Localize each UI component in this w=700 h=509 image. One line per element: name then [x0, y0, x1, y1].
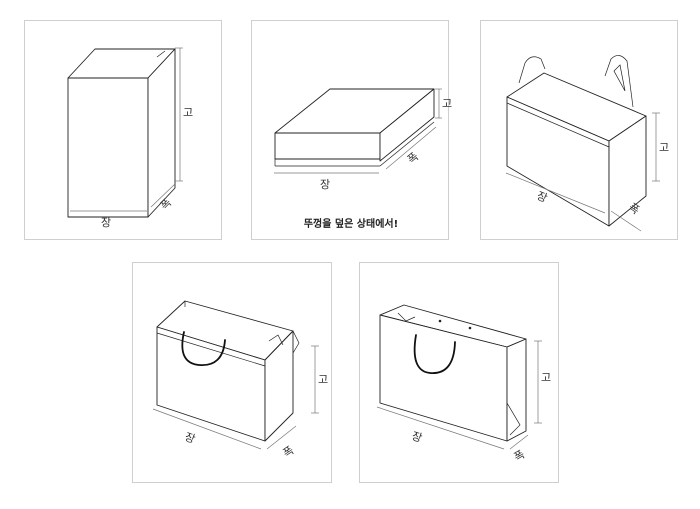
rope-handle-box-diagram: 고 장 폭: [152, 300, 328, 460]
length-dimension: [505, 172, 606, 214]
width-dimension: [610, 210, 642, 232]
tall-box-side: [147, 48, 176, 218]
bag-hole-left: [438, 319, 442, 323]
handle-cutout: [613, 64, 626, 92]
width-dimension: [385, 126, 437, 170]
panel-shopping-bag: 고 장 폭: [359, 262, 559, 483]
bag-hole-right: [468, 326, 472, 330]
panel-tall-box: 고 장 폭: [24, 20, 222, 240]
length-label: 장: [535, 189, 549, 205]
height-label: 고: [541, 371, 551, 384]
width-label: 폭: [281, 444, 297, 460]
width-dimension: [266, 425, 297, 450]
length-dimension: [152, 408, 262, 450]
height-label: 고: [318, 373, 328, 386]
rope-box-side: [264, 330, 294, 442]
handle-box-diagram: 고 장 폭: [505, 55, 669, 232]
length-dimension: [376, 406, 505, 450]
rope-box-flap: [268, 334, 284, 346]
lid-closed-note: 뚜껑을 덮은 상태에서!: [304, 217, 398, 230]
tall-box-diagram: 고 장 폭: [67, 47, 193, 229]
tall-box-flap: [156, 50, 166, 58]
shopping-bag-diagram: 고 장 폭: [376, 304, 551, 464]
width-dimension: [509, 434, 529, 450]
height-label: 고: [659, 141, 669, 154]
flat-box-side: [379, 88, 435, 162]
bag-rope-handle: [413, 334, 456, 374]
length-label: 장: [183, 430, 197, 446]
handle-box-side: [608, 115, 647, 227]
bag-gusset-fold: [506, 402, 521, 436]
rope-handle: [181, 331, 226, 366]
bag-gusset: [506, 338, 527, 442]
height-label: 고: [183, 106, 193, 119]
panel-flat-box: 고 장 폭 뚜껑을 덮은 상태에서!: [251, 20, 452, 240]
bag-fold-left: [397, 312, 416, 322]
flat-box-diagram: 고 장 폭 뚜껑을 덮은 상태에서!: [274, 88, 452, 230]
width-label: 폭: [512, 448, 527, 464]
right-handle-tab: [604, 55, 634, 108]
panel-handle-box: 고 장 폭: [480, 20, 678, 240]
height-label: 고: [442, 97, 452, 110]
left-handle-tab: [518, 56, 546, 84]
width-label: 폭: [405, 150, 421, 166]
length-label: 장: [320, 178, 330, 191]
flat-box-front: [274, 132, 381, 160]
length-label: 장: [410, 429, 424, 444]
length-label: 장: [101, 216, 111, 229]
width-dimension: [150, 183, 176, 208]
panel-rope-handle-box: 고 장 폭: [132, 262, 332, 483]
tall-box-front: [67, 77, 149, 218]
